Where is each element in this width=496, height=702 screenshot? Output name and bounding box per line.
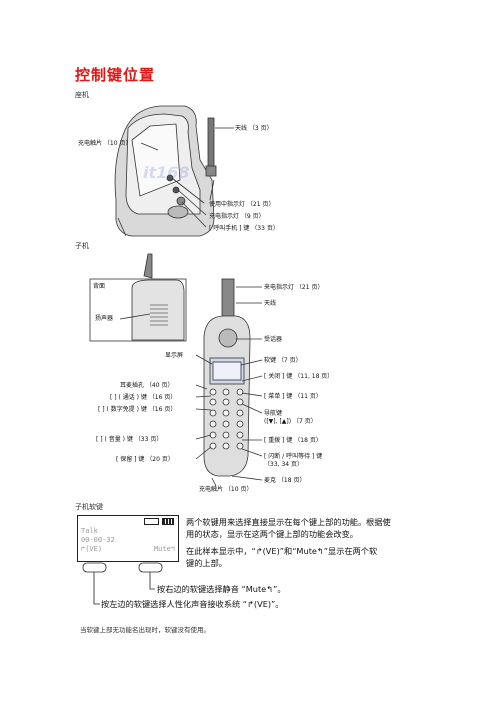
base-antenna-label: 天线 （3 页） bbox=[235, 125, 273, 132]
handset-charge-contacts-label: 充电触片 （10 页） bbox=[199, 486, 253, 493]
softkey-desc-line2: 用的状态，显示在这两个键上部的功能会改变。 bbox=[186, 529, 358, 539]
handset-navigator-label: 导航键 bbox=[264, 410, 283, 417]
base-unit-drawing bbox=[114, 105, 234, 237]
handset-menu-key-label: [ 菜单 ] 键 （11 页） bbox=[264, 393, 322, 400]
lcd-status-icons bbox=[144, 518, 174, 525]
handset-ringer-light-label: 来电指示灯 （21 页） bbox=[264, 284, 324, 291]
handset-flash-key-label: [ 闪断 / 呼叫等待 ] 键 bbox=[264, 453, 323, 460]
handset-redial-key-label: [ 重拨 ] 键 （18 页） bbox=[264, 437, 322, 444]
handset-back-label: 背面 bbox=[93, 283, 106, 290]
handset-heading: 子机 bbox=[75, 242, 89, 250]
lcd-left-soft-label: ↱(VE) bbox=[81, 545, 103, 553]
softkey-drawing bbox=[82, 562, 163, 605]
handset-microphone-label: 麦克 （18 页） bbox=[264, 477, 306, 484]
handset-antenna-label: 天线 bbox=[264, 300, 277, 307]
softkey-desc-line1: 两个软键用来选择直接显示在每个键上部的功能。根据使 bbox=[186, 517, 391, 527]
handset-speaker-key-label: [ ] ( 数字免提 ) 键 （16 页） bbox=[98, 406, 177, 413]
left-softkey-callout: 按左边的软键选择人性化声音接收系统 “↱(VE)”。 bbox=[101, 599, 284, 609]
lcd-line-talk: Talk bbox=[81, 527, 98, 535]
softkey-desc-line3: 在此样本显示中，“↱(VE)”和“Mute↰”显示在两个软 bbox=[186, 546, 378, 556]
handset-hold-key-label: [ 保留 ] 键 （20 页） bbox=[116, 456, 174, 463]
base-heading: 座机 bbox=[75, 91, 89, 99]
base-in-use-light-label: 使用中指示灯 （21 页） bbox=[209, 201, 275, 208]
signal-icon bbox=[144, 518, 159, 525]
watermark-logo: it168 bbox=[143, 163, 190, 182]
base-charge-contacts-label: 充电触片 （10 页） bbox=[78, 140, 132, 147]
handset-navigator-sub-label: ([▼], [▲]) （7 页） bbox=[264, 418, 317, 425]
handset-headset-jack-label: 耳麦插孔 （40 页） bbox=[120, 382, 174, 389]
handset-receiver-label: 受话器 bbox=[264, 336, 283, 343]
base-charge-light-label: 充电指示灯 （9 页） bbox=[209, 213, 265, 220]
handset-off-key-label: [ 关闭 ] 键 （11, 18 页） bbox=[264, 373, 334, 380]
softkey-desc-line4: 键的上部。 bbox=[186, 558, 227, 568]
handset-volume-key-label: [ ] ( 音量 ) 键 （33 页） bbox=[96, 436, 163, 443]
handset-flash-key-sub-label: （33, 34 页） bbox=[264, 461, 303, 468]
page-title: 控制键位置 bbox=[75, 66, 156, 84]
handset-speaker-mesh-label: 扬声器 bbox=[95, 315, 114, 322]
handset-display-label: 显示屏 bbox=[165, 352, 184, 359]
lcd-line-timer: 00-00-32 bbox=[81, 536, 115, 544]
softkey-note: 当软键上部无功能名出现时，软键没有使用。 bbox=[80, 626, 210, 634]
right-softkey-callout: 按右边的软键选择静音 “Mute↰”。 bbox=[157, 584, 286, 594]
base-locator-key-label: [ 呼叫手机 ] 键 （33 页） bbox=[209, 225, 279, 232]
battery-icon bbox=[162, 518, 174, 525]
handset-talk-key-label: [ ] ( 通话 ) 键 （16 页） bbox=[110, 394, 177, 401]
handset-soft-keys-label: 软键 （7 页） bbox=[264, 357, 302, 364]
softkeys-heading: 子机软键 bbox=[75, 503, 103, 511]
handset-back-drawing bbox=[89, 253, 187, 342]
handset-front-drawing bbox=[195, 278, 263, 487]
lcd-right-soft-label: Mute↰ bbox=[153, 545, 175, 553]
lcd-display: Talk 00-00-32 ↱(VE) Mute↰ bbox=[77, 515, 179, 562]
